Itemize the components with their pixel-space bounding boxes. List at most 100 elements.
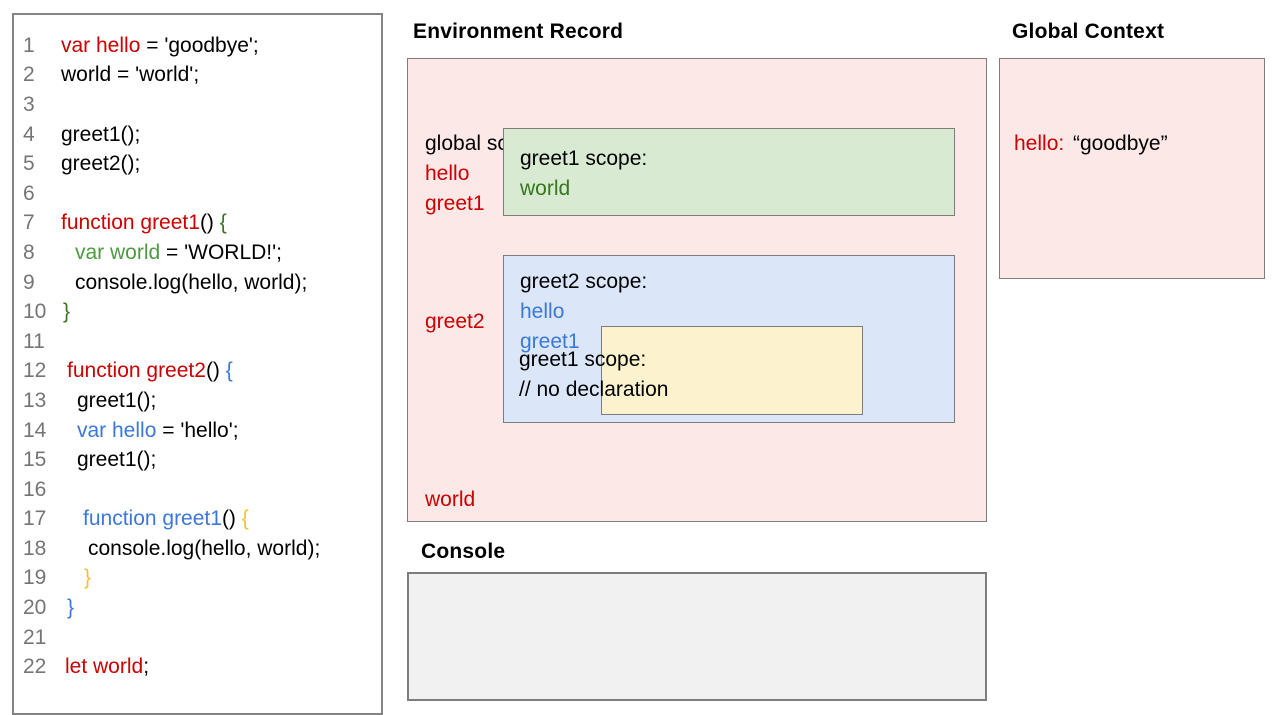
line-number: 1: [23, 33, 35, 57]
code-token: = 'WORLD!';: [160, 240, 282, 264]
code-line: 20 }: [14, 593, 381, 623]
code-line: 5 greet2();: [14, 149, 381, 179]
global-context-entry-value: “goodbye”: [1073, 132, 1168, 155]
code-token: console.log(hello, world);: [75, 270, 308, 294]
code-token: function greet1: [83, 507, 222, 531]
line-number: 9: [23, 270, 35, 294]
line-number: 8: [23, 240, 35, 264]
line-number: 14: [23, 418, 47, 442]
line-number: 10: [23, 300, 47, 324]
line-number: 22: [23, 655, 47, 679]
code-text: function greet1() {: [61, 211, 227, 235]
code-token: }: [67, 596, 75, 620]
greet1-binding-world: world: [520, 177, 571, 200]
code-text: world = 'world';: [61, 63, 199, 87]
code-token: ;: [143, 655, 150, 679]
code-token: greet1();: [77, 388, 157, 412]
global-binding-greet2: greet2: [425, 310, 485, 333]
line-number: 2: [23, 63, 35, 87]
code-line: 3: [14, 90, 381, 120]
global-scope-box: global scope: hello greet1 greet2 world …: [407, 58, 987, 522]
greet1-scope-box: greet1 scope: world: [503, 128, 955, 216]
inner-greet1-scope-label: greet1 scope:: [519, 348, 647, 371]
environment-record-title: Environment Record: [413, 20, 624, 43]
code-line: 1 var hello = 'goodbye';: [14, 31, 381, 61]
code-token: }: [84, 566, 92, 590]
code-line: 12 function greet2() {: [14, 357, 381, 387]
code-line: 13 greet1();: [14, 386, 381, 416]
code-editor-panel: 1 var hello = 'goodbye'; 2 world = 'worl…: [12, 13, 383, 715]
greet2-binding-greet1: greet1: [520, 330, 580, 353]
greet1-scope-label: greet1 scope:: [520, 147, 648, 170]
code-line: 9 console.log(hello, world);: [14, 268, 381, 298]
global-binding-greet1: greet1: [425, 192, 485, 215]
greet2-binding-hello: hello: [520, 300, 565, 323]
console-output-box: [407, 572, 987, 701]
code-text: greet1();: [77, 448, 156, 472]
code-line: 14 var hello = 'hello';: [14, 416, 381, 446]
code-text: function greet1() {: [83, 507, 249, 531]
code-text: }: [67, 596, 74, 620]
code-line: 19 }: [14, 564, 381, 594]
line-number: 5: [23, 152, 35, 176]
code-token: {: [241, 507, 249, 531]
code-line: 4 greet1();: [14, 120, 381, 150]
code-text: greet1();: [77, 389, 156, 413]
line-number: 3: [23, 92, 35, 116]
code-token: (): [221, 507, 242, 531]
line-number: 19: [23, 566, 47, 590]
inner-greet1-scope-box: greet1 scope: // no declaration: [519, 326, 863, 415]
inner-greet1-scope-comment: // no declaration: [519, 378, 669, 401]
code-text: greet1();: [61, 123, 140, 147]
code-token: (): [205, 359, 226, 383]
code-text: console.log(hello, world);: [88, 537, 320, 561]
code-text: }: [63, 300, 70, 324]
line-number: 21: [23, 625, 47, 649]
code-token: function greet1: [61, 211, 200, 235]
line-number: 11: [23, 329, 45, 353]
line-number: 6: [23, 181, 35, 205]
line-number: 15: [23, 448, 47, 472]
code-text: var world = 'WORLD!';: [75, 241, 282, 265]
line-number: 7: [23, 211, 35, 235]
code-line: 11: [14, 327, 381, 357]
code-token: }: [63, 300, 71, 324]
global-context-title: Global Context: [1012, 20, 1165, 43]
code-token: var hello: [77, 418, 157, 442]
code-token: = 'hello';: [156, 418, 239, 442]
global-binding-world: world: [425, 488, 476, 511]
code-token: greet2();: [61, 152, 141, 176]
line-number: 12: [23, 359, 47, 383]
code-line: 16: [14, 475, 381, 505]
line-number: 16: [23, 477, 47, 501]
greet2-scope-label: greet2 scope:: [520, 270, 648, 293]
global-binding-hello: hello: [425, 162, 470, 185]
code-token: function greet2: [67, 359, 206, 383]
code-line: 6: [14, 179, 381, 209]
code-token: var hello: [61, 33, 141, 57]
greet2-scope-box: greet2 scope: hello greet1 greet1 scope:…: [503, 255, 955, 423]
code-token: console.log(hello, world);: [88, 536, 321, 560]
code-token: let world: [65, 655, 144, 679]
code-text: function greet2() {: [67, 359, 233, 383]
line-number: 18: [23, 536, 47, 560]
global-context-box: hello: “goodbye”: [999, 58, 1265, 279]
code-token: {: [225, 359, 233, 383]
code-token: var world: [75, 240, 161, 264]
code-text: }: [84, 566, 91, 590]
code-text: greet2();: [61, 152, 140, 176]
console-title: Console: [421, 540, 506, 563]
global-context-entry-name: hello:: [1014, 132, 1065, 155]
code-line: 17 function greet1() {: [14, 505, 381, 535]
line-number: 20: [23, 596, 47, 620]
code-line: 10 }: [14, 297, 381, 327]
code-text: console.log(hello, world);: [75, 271, 307, 295]
code-line: 8 var world = 'WORLD!';: [14, 238, 381, 268]
line-number: 4: [23, 122, 35, 146]
code-token: greet1();: [61, 122, 141, 146]
code-line: 2 world = 'world';: [14, 61, 381, 91]
code-line: 7 function greet1() {: [14, 209, 381, 239]
code-token: {: [219, 211, 227, 235]
code-text: var hello = 'goodbye';: [61, 34, 259, 58]
code-token: world = 'world';: [61, 63, 200, 87]
